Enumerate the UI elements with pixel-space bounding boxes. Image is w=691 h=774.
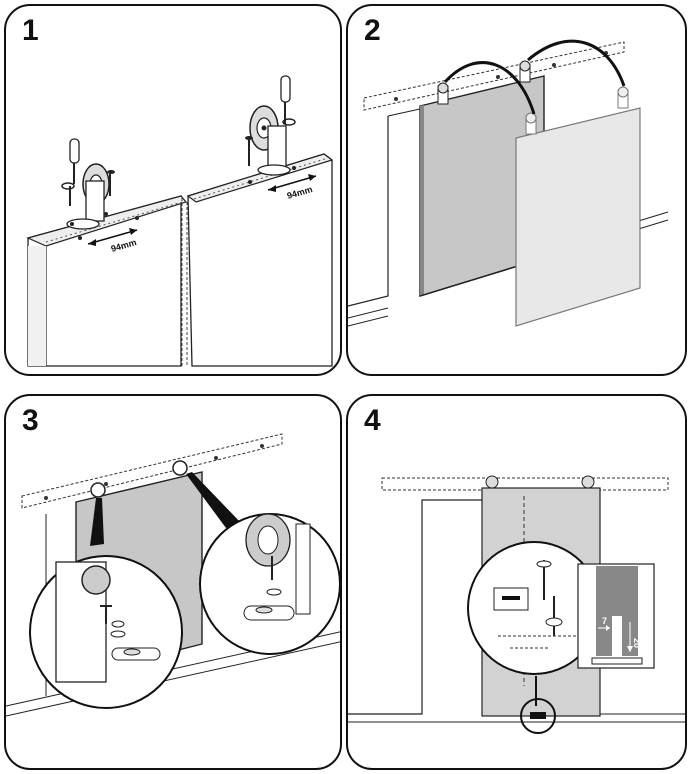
step-2-illustration [348,39,669,327]
floor-guide-marker [520,698,556,734]
detail-dimension-label: 20 [632,638,642,648]
wall-opening [348,499,482,715]
movement-arc [527,39,626,87]
step-3-panel: 3 [4,394,342,770]
top-rail [363,41,625,111]
right-measurement: 94mm [267,174,317,201]
left-roller-hanger [61,138,139,240]
step-4-panel: 4 [346,394,687,770]
second-door-ghost [515,86,641,327]
floor-guide-detail-box: 7 20 [577,563,655,669]
step-number: 4 [364,404,381,437]
step-1-panel: 1 [4,4,342,376]
detail-magnifier-right [199,513,340,655]
movement-arc [443,61,536,115]
step-number: 3 [22,404,39,437]
top-rail [21,433,283,509]
step-number: 1 [22,14,39,47]
callout-pointer [90,498,104,546]
step-4-illustration: 7 20 [348,475,685,734]
step-3-illustration [6,433,340,717]
right-roller-hanger [245,75,296,184]
step-number: 2 [364,14,381,47]
detail-dimension-label: 7 [602,616,607,626]
callout-pointer [186,472,242,528]
left-door [26,195,188,367]
detail-marker [90,482,106,498]
detail-marker [172,460,188,476]
detail-magnifier-left [29,555,183,709]
wall-opening [348,116,389,307]
step-2-panel: 2 [346,4,687,376]
step-1-illustration: 94mm 94mm [26,75,334,367]
